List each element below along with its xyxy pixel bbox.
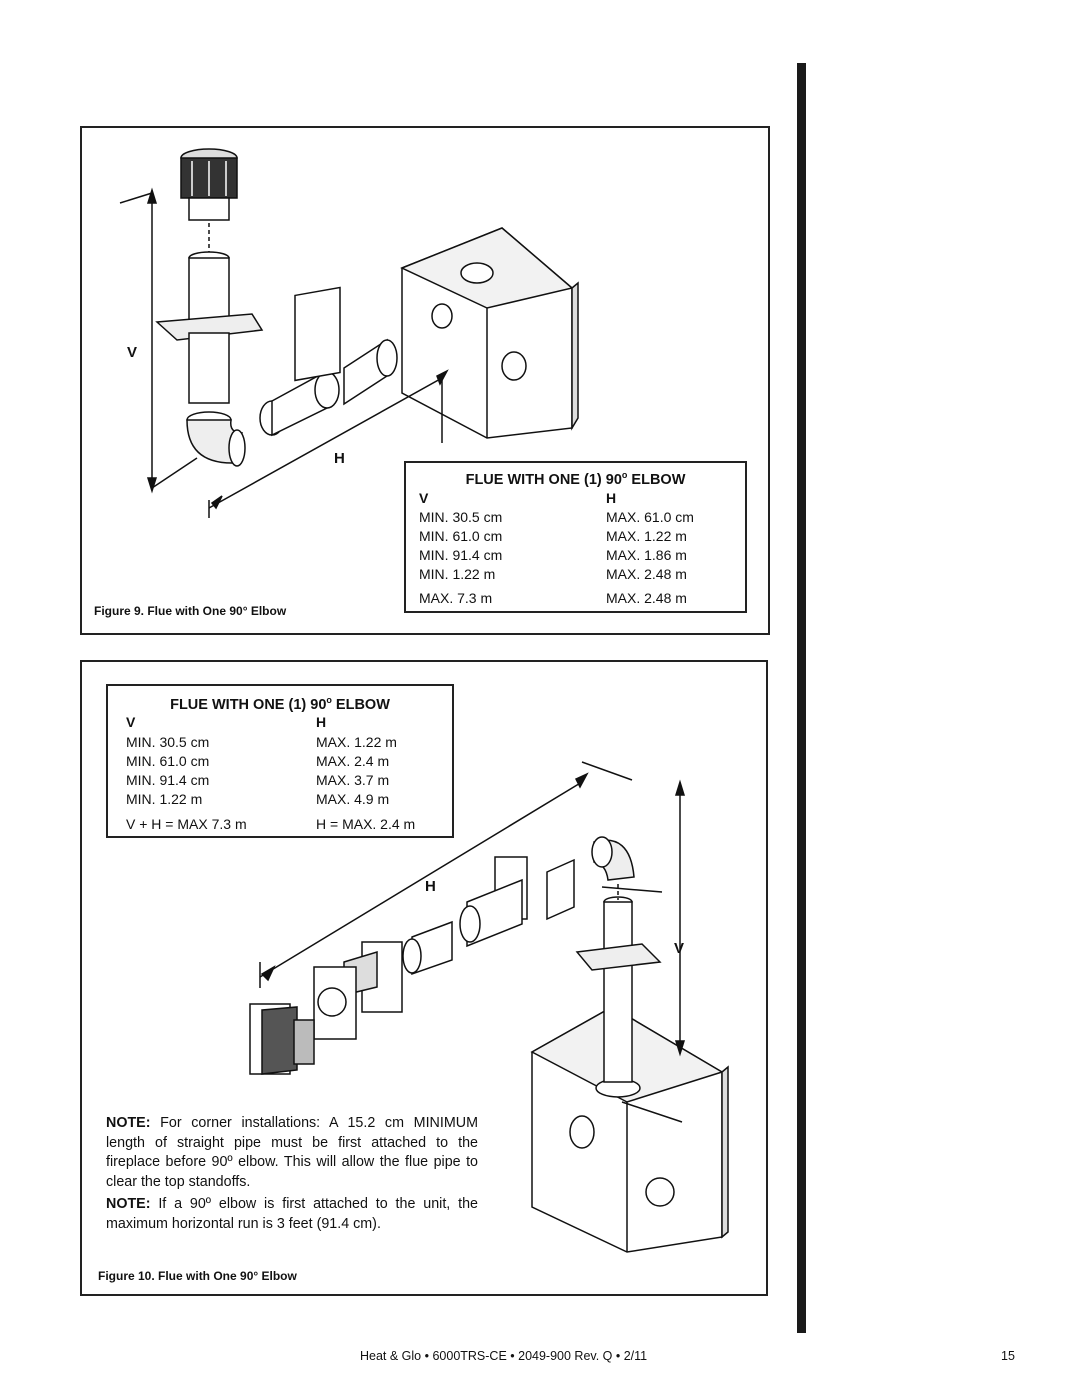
- figure-10-caption: Figure 10. Flue with One 90° Elbow: [98, 1269, 297, 1283]
- column-header-v: V: [419, 490, 429, 506]
- table-cell: MIN. 61.0 cm: [126, 753, 210, 769]
- table-total-cell: V + H = MAX 7.3 m: [126, 816, 247, 832]
- page-edge-bar: [797, 63, 806, 1333]
- horizontal-dimension-label: H: [425, 878, 436, 895]
- vertical-dimension-label: V: [127, 344, 138, 361]
- table-cell: MIN. 91.4 cm: [419, 547, 503, 563]
- table-cell: MIN. 30.5 cm: [126, 734, 210, 750]
- flue-spec-table-fig9: FLUE WITH ONE (1) 90o ELBOW V H MIN. 30.…: [404, 461, 747, 613]
- table-cell: MAX. 61.0 cm: [606, 509, 694, 525]
- vertical-dimension-label: V: [674, 940, 685, 957]
- column-header-h: H: [606, 490, 617, 506]
- table-cell: MIN. 91.4 cm: [126, 772, 210, 788]
- table-cell: MIN. 1.22 m: [126, 791, 203, 807]
- table-cell: MAX. 2.4 m: [316, 753, 390, 769]
- horizontal-dimension-label: H: [334, 450, 345, 467]
- table-total-cell: MAX. 2.48 m: [606, 590, 687, 606]
- column-header-v: V: [126, 714, 136, 730]
- figure-9-frame: V H FLUE WITH ONE (1) 90o ELBOW V H MIN.…: [80, 126, 770, 635]
- table-cell: MAX. 2.48 m: [606, 566, 687, 582]
- spec-table-title: FLUE WITH ONE (1) 90o ELBOW: [170, 695, 390, 713]
- figure-9-diagram: [119, 148, 579, 518]
- table-cell: MAX. 4.9 m: [316, 791, 390, 807]
- table-cell: MIN. 30.5 cm: [419, 509, 503, 525]
- table-total-cell: MAX. 7.3 m: [419, 590, 493, 606]
- table-total-cell: H = MAX. 2.4 m: [316, 816, 416, 832]
- corner-installation-note: NOTE: For corner installations: A 15.2 c…: [106, 1115, 478, 1190]
- table-cell: MAX. 3.7 m: [316, 772, 390, 788]
- page-footer: Heat & Glo • 6000TRS-CE • 2049-900 Rev. …: [360, 1349, 648, 1363]
- figure-9-caption: Figure 9. Flue with One 90° Elbow: [94, 604, 287, 618]
- figure-10-frame: H V FLUE WITH ONE (1) 90o ELBOW V H MIN.…: [80, 660, 768, 1296]
- table-cell: MIN. 1.22 m: [419, 566, 496, 582]
- flue-spec-table-fig10: FLUE WITH ONE (1) 90o ELBOW V H MIN. 30.…: [106, 684, 454, 838]
- page-number: 15: [1001, 1349, 1015, 1363]
- spec-table-title: FLUE WITH ONE (1) 90o ELBOW: [465, 470, 686, 488]
- table-cell: MAX. 1.22 m: [606, 528, 687, 544]
- table-cell: MAX. 1.22 m: [316, 734, 397, 750]
- table-cell: MIN. 61.0 cm: [419, 528, 503, 544]
- elbow-horizontal-run-note: NOTE: If a 90º elbow is first attached t…: [106, 1196, 478, 1232]
- table-cell: MAX. 1.86 m: [606, 547, 687, 563]
- figure-10-diagram: [249, 761, 729, 1253]
- column-header-h: H: [316, 714, 327, 730]
